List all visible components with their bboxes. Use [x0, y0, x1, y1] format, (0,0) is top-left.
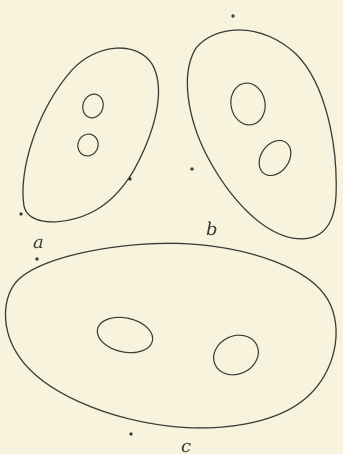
cell-a: a	[19, 48, 158, 253]
cell-b-outline	[187, 30, 336, 239]
label-a: a	[33, 232, 44, 253]
cell-c-dot-bottom	[129, 432, 132, 435]
label-b: b	[206, 219, 218, 240]
cell-a-outline	[23, 48, 159, 222]
cell-b-dot-left	[190, 167, 193, 170]
cell-b-nucleus-2	[253, 134, 298, 181]
cell-a-dot-right	[128, 177, 131, 180]
cell-a-dot-left	[19, 212, 22, 215]
cell-a-nucleus-2	[75, 131, 101, 159]
cell-c-outline	[6, 243, 337, 428]
label-c: c	[181, 436, 191, 454]
cell-c-dot-top	[35, 257, 38, 260]
cell-c: c	[6, 243, 337, 454]
cell-b-nucleus-1	[228, 80, 269, 127]
cell-c-nucleus-2	[207, 328, 265, 382]
cell-b: b	[187, 14, 336, 240]
cell-c-nucleus-1	[94, 313, 156, 358]
cell-b-dot-top	[231, 14, 234, 17]
cell-a-nucleus-1	[80, 91, 106, 120]
